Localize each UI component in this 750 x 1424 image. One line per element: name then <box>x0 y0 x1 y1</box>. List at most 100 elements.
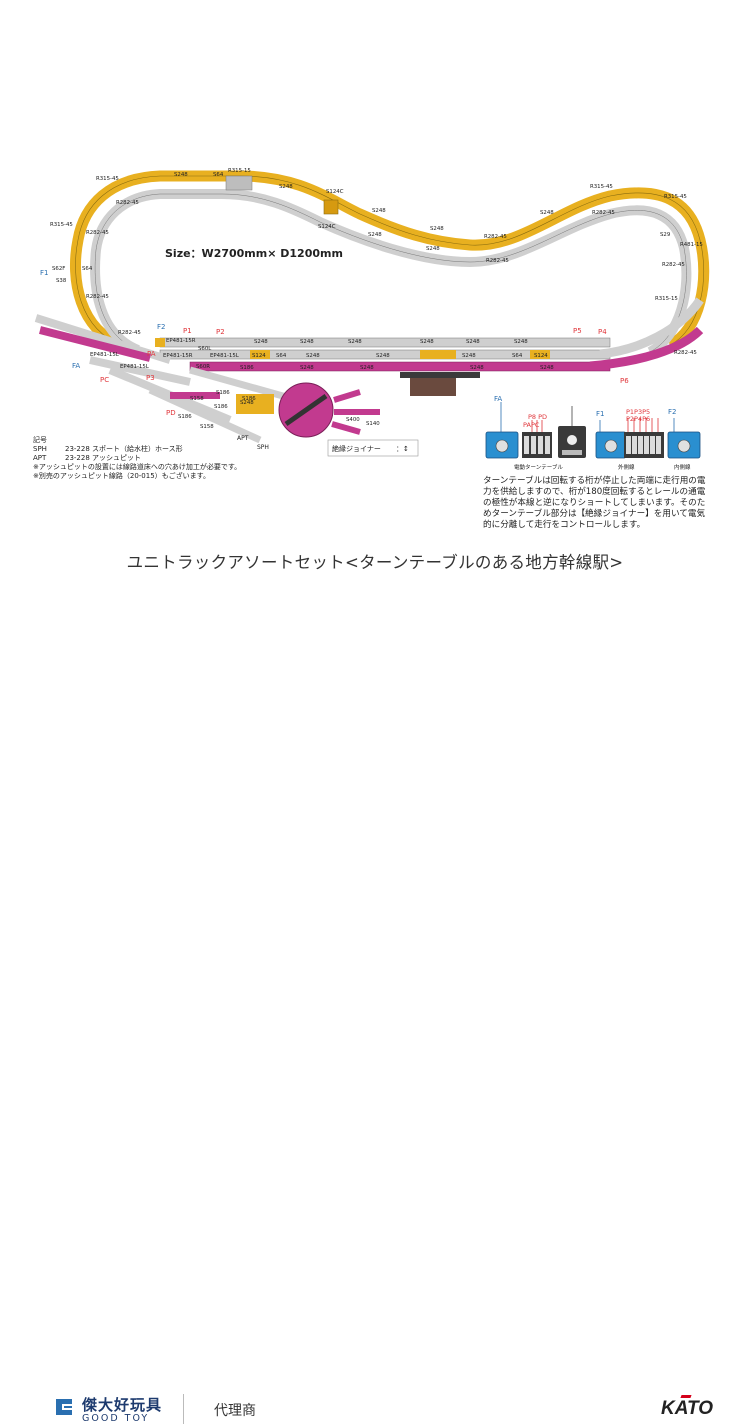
turntable-bridge <box>284 393 328 427</box>
feeder-label-p1: P1 <box>183 327 192 335</box>
inner-loop-edge <box>94 193 687 353</box>
left-branch-3 <box>89 356 191 386</box>
track-label: S186 <box>214 404 228 410</box>
outer-loop-edge <box>75 175 705 346</box>
ctrl-f2: F2 <box>668 408 676 416</box>
ctrl-tt-label: 電動ターンテーブル <box>514 463 563 471</box>
track-label: S248 <box>368 232 382 238</box>
track-label: R282-45 <box>118 330 141 336</box>
track-label: S64 <box>82 266 93 272</box>
track-label: S248 <box>372 208 386 214</box>
apt-label: APT <box>237 435 249 442</box>
ctrl-fa: FA <box>494 395 502 403</box>
left-branches <box>34 314 291 444</box>
track-label: S62F <box>52 266 65 272</box>
track-label: S248 <box>306 353 320 359</box>
track-label: S248 <box>300 365 314 371</box>
ctrl-inner-label: 内側線 <box>674 463 691 471</box>
top-switch <box>225 175 253 191</box>
track-label: S158 <box>190 396 204 402</box>
inner-controller-knob <box>677 439 691 453</box>
track-label: R282-45 <box>592 210 615 216</box>
track-label: R282-45 <box>86 294 109 300</box>
track-label: EP481-15R <box>166 338 196 344</box>
track-label: R282-45 <box>484 234 507 240</box>
track-label: S186 <box>240 365 254 371</box>
joiner-label: 絶縁ジョイナー <box>332 444 381 453</box>
track-label: EP481-15R <box>163 353 193 359</box>
legend-value: 23-228 アッシュピット <box>65 454 142 462</box>
track-label: S60R <box>196 364 210 370</box>
track-label: S248 <box>540 210 554 216</box>
outer-controller-knob <box>604 439 618 453</box>
legend-value: 23-228 スポート（給水柱）ホース形 <box>65 445 183 453</box>
turntable-description: ターンテーブルは回転する桁が停止した両端に走行用の電力を供給しますので、桁が18… <box>483 476 706 530</box>
ctrl-outer-label: 外側線 <box>618 463 635 471</box>
track-label: R481-15 <box>680 242 703 248</box>
legend-note: ※アッシュピットの設置には線路道床への穴あけ加工が必要です。 <box>33 463 242 471</box>
track-label: R282-45 <box>674 350 697 356</box>
inner-loop <box>90 189 692 357</box>
feeder-label-pa: PA <box>147 350 156 358</box>
left-branch-2 <box>39 326 151 362</box>
station-line-1 <box>159 337 611 348</box>
left-branch-6 <box>189 366 291 402</box>
feeder-label-p2: P2 <box>216 328 225 336</box>
station-yellow-c <box>530 350 550 359</box>
track-label: S124 <box>534 353 548 359</box>
track-label: R315-45 <box>590 184 613 190</box>
track-label: S248 <box>174 172 188 178</box>
right-curve-gray <box>599 297 704 359</box>
station-yellow-a <box>250 350 270 359</box>
bridge-marker <box>323 199 339 215</box>
sph-label: SPH <box>257 444 269 451</box>
track-layout-diagram: Size：W2700mm× D1200mm R315-45 S248 S64 R… <box>34 168 710 471</box>
track-label: R282-45 <box>86 230 109 236</box>
track-label: R315-45 <box>50 222 73 228</box>
legend-key: APT <box>33 454 47 462</box>
track-label: S248 <box>430 226 444 232</box>
track-label: R315-45 <box>664 194 687 200</box>
track-label: R315-15 <box>228 168 251 174</box>
joiner-box <box>327 439 419 457</box>
platform-top <box>400 372 480 378</box>
yard-magenta <box>170 392 220 399</box>
outer-selector <box>624 432 664 458</box>
station-yellow-b <box>420 350 456 359</box>
legend-title: 記号 <box>33 436 47 444</box>
track-label: S186 <box>178 414 192 420</box>
legend-note: ※別売のアッシュピット線路（20-015）もございます。 <box>33 472 210 480</box>
track-label: S64 <box>512 353 523 359</box>
track-label: S124 <box>252 353 266 359</box>
track-label: S248 <box>466 339 480 345</box>
ctrl-f1: F1 <box>596 410 604 418</box>
track-label: R315-45 <box>96 176 119 182</box>
feeder-label-p3: P3 <box>146 374 155 382</box>
ctrl-p-tl: P8 PD <box>528 413 547 421</box>
ctrl-p-outer: P1P3P5 <box>626 408 650 416</box>
feeder-label-f1: F1 <box>40 269 48 277</box>
feeder-label-f2: F2 <box>157 323 165 331</box>
station-yellow-d <box>155 338 165 347</box>
tt-controller-left-knob <box>495 439 509 453</box>
track-label: EP481-15L <box>90 352 119 358</box>
footer: 傑大好玩具 GOOD TOY 代理商 KATO <box>0 690 750 1424</box>
track-label: S248 <box>470 365 484 371</box>
track-label: S248 <box>348 339 362 345</box>
track-label: S186 <box>216 390 230 396</box>
track-label: R282-45 <box>116 200 139 206</box>
ctrl-p-tl2: PAPC <box>523 421 540 429</box>
page-caption: ユニトラックアソートセット<ターンテーブルのある地方幹線駅> <box>126 553 624 572</box>
track-label: R282-45 <box>486 258 509 264</box>
feeder-label-pc: PC <box>100 376 109 384</box>
track-label: S248 <box>462 353 476 359</box>
track-label: S64 <box>276 353 287 359</box>
track-label: S248 <box>254 339 268 345</box>
right-curve-magenta <box>589 326 704 371</box>
outer-loop-track <box>70 170 710 351</box>
track-label: R282-45 <box>662 262 685 268</box>
track-label: S248 <box>426 246 440 252</box>
tt-selector <box>522 432 552 458</box>
controller-panel: FA F1 F2 P8 PD PAPC P1P3P5 P2P4P6 電動ターンテ… <box>485 395 701 471</box>
